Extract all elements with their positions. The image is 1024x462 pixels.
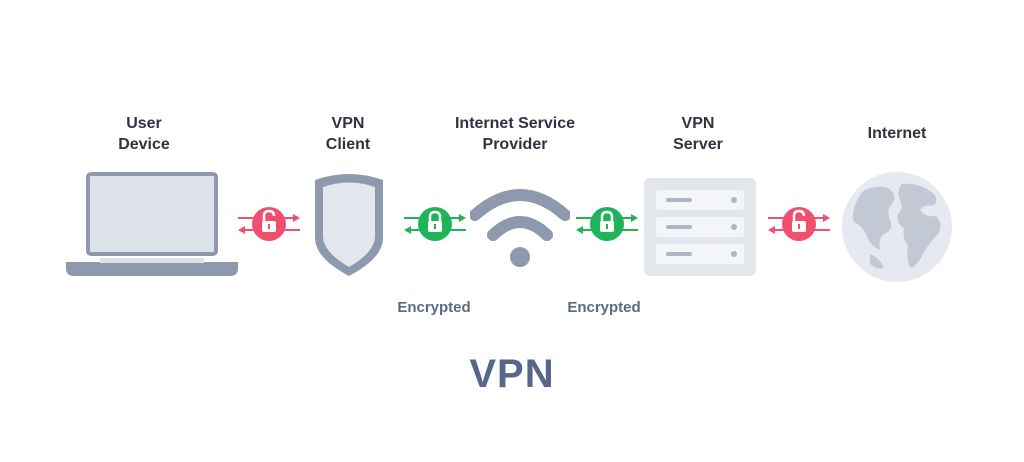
server-icon	[644, 178, 756, 276]
label-vpn-client: VPN Client	[325, 115, 371, 153]
unlocked-padlock-icon	[792, 209, 806, 232]
wifi-icon	[470, 187, 570, 269]
label-internet: Internet	[867, 125, 927, 142]
laptop-icon	[64, 172, 240, 278]
encrypted-label-2: Encrypted	[567, 299, 641, 316]
link-locked-2	[574, 206, 640, 242]
label-user-device: User Device	[118, 115, 170, 153]
shield-icon	[309, 172, 389, 280]
unlocked-padlock-icon	[262, 209, 276, 232]
link-locked-1	[402, 206, 468, 242]
locked-padlock-icon	[600, 210, 614, 232]
label-isp: Internet Service Provider	[454, 115, 576, 153]
encrypted-label-1: Encrypted	[397, 299, 471, 316]
link-unlocked-1	[236, 206, 302, 242]
globe-icon	[840, 170, 954, 284]
link-unlocked-2	[766, 206, 832, 242]
label-vpn-server: VPN Server	[673, 115, 723, 153]
diagram-title: VPN	[469, 352, 555, 396]
locked-padlock-icon	[428, 210, 442, 232]
